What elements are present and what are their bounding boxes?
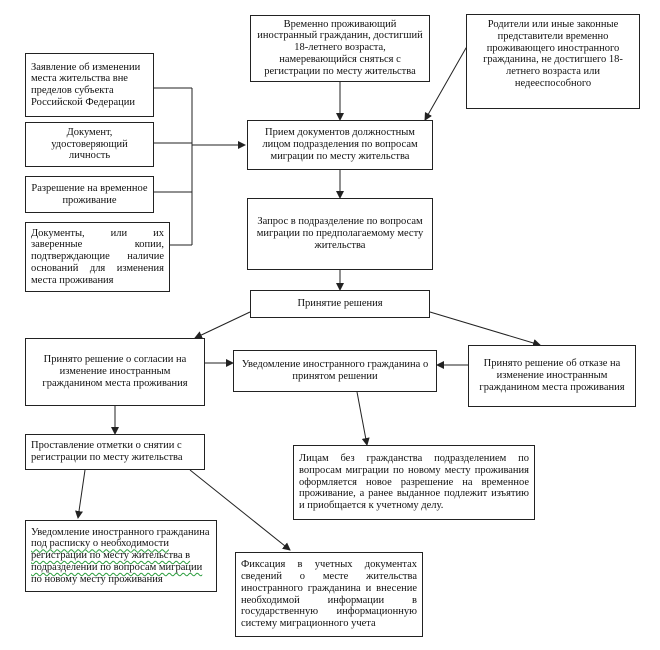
- approved-box: Принято решение о согласии на изменение …: [25, 338, 205, 406]
- id-document-text: Документ, удостоверяющий личность: [51, 126, 128, 162]
- request-text: Запрос в подразделение по вопросам мигра…: [256, 216, 424, 251]
- record-fix-text: Фиксация в учетных документах сведений о…: [241, 559, 417, 629]
- arrow-decision-to-approved: [194, 311, 251, 339]
- spellcheck-underlined-text: под расписку о необходимости регистрации…: [31, 538, 203, 573]
- application-box: Заявление об изменении места жительства …: [25, 53, 154, 117]
- notify-receipt-text: Уведомление иностранного гражданина под …: [31, 526, 210, 585]
- mark-removal-text: Проставление отметки о снятии с регистра…: [31, 440, 183, 463]
- arrow-notify-to-stateless: [356, 391, 370, 446]
- record-fix-box: Фиксация в учетных документах сведений о…: [235, 552, 423, 637]
- stateless-box: Лицам без гражданства подразделением по …: [293, 445, 535, 520]
- legal-representatives-text: Родители или иные законные представители…: [483, 19, 623, 89]
- decision-box: Принятие решения: [250, 290, 430, 318]
- arrow-decision-to-refused: [429, 311, 541, 347]
- decision-text: Принятие решения: [297, 298, 383, 310]
- refused-text: Принято решение об отказе на изменение и…: [479, 358, 625, 393]
- approved-text: Принято решение о согласии на изменение …: [42, 354, 188, 389]
- notify-decision-box: Уведомление иностранного гражданина о пр…: [233, 350, 437, 392]
- legal-representatives-box: Родители или иные законные представители…: [466, 14, 640, 109]
- supporting-docs-box: Документы, или их заверенные копии, подт…: [25, 222, 170, 292]
- reception-box: Прием документов должностным лицом подра…: [247, 120, 433, 170]
- supporting-docs-text: Документы, или их заверенные копии, подт…: [31, 227, 164, 286]
- application-text: Заявление об изменении места жительства …: [31, 61, 141, 108]
- reception-text: Прием документов должностным лицом подра…: [262, 127, 418, 162]
- arrow-mark-to-record: [189, 469, 291, 551]
- id-document-box: Документ, удостоверяющий личность: [25, 122, 154, 167]
- refused-box: Принято решение об отказе на изменение и…: [468, 345, 636, 407]
- notify-receipt-box: Уведомление иностранного гражданина под …: [25, 520, 217, 592]
- temp-resident-box: Временно проживающий иностранный граждан…: [250, 15, 430, 82]
- temp-permit-box: Разрешение на временное проживание: [25, 176, 154, 213]
- temp-permit-text: Разрешение на временное проживание: [31, 182, 148, 206]
- arrow-mark-to-notify-receipt: [75, 469, 86, 519]
- stateless-text: Лицам без гражданства подразделением по …: [299, 453, 529, 512]
- temp-resident-text: Временно проживающий иностранный граждан…: [257, 18, 423, 77]
- mark-removal-box: Проставление отметки о снятии с регистра…: [25, 434, 205, 470]
- request-box: Запрос в подразделение по вопросам мигра…: [247, 198, 433, 270]
- notify-decision-text: Уведомление иностранного гражданина о пр…: [241, 359, 429, 382]
